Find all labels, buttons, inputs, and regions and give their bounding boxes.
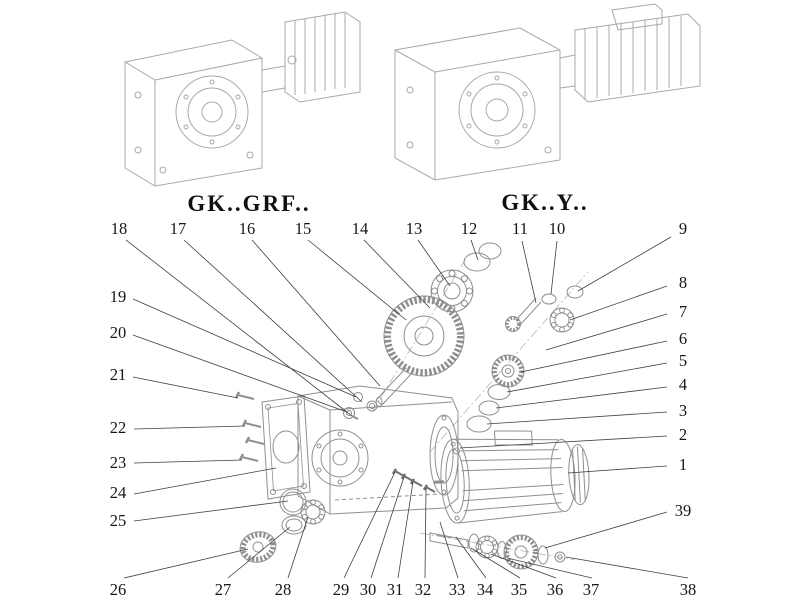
assembled-view-gky <box>394 3 701 181</box>
flange-plate-assembly <box>234 391 326 563</box>
gear-housing <box>297 385 459 515</box>
part-number-31: 31 <box>386 579 404 599</box>
assembled-view-gkgrf <box>124 11 361 187</box>
part-number-28: 28 <box>274 579 292 599</box>
part-number-21: 21 <box>109 364 127 384</box>
part-number-37: 37 <box>582 579 600 599</box>
part-number-12: 12 <box>460 218 478 238</box>
housing-screws <box>391 468 436 493</box>
part-number-13: 13 <box>405 218 423 238</box>
part-number-11: 11 <box>512 218 528 238</box>
part-number-8: 8 <box>678 272 688 292</box>
part-number-20: 20 <box>109 322 127 342</box>
part-number-36: 36 <box>546 579 564 599</box>
part-number-35: 35 <box>510 579 528 599</box>
part-number-24: 24 <box>109 482 127 502</box>
part-number-2: 2 <box>678 424 688 444</box>
part-number-29: 29 <box>332 579 350 599</box>
model-label-gkgrf: GK..GRF.. <box>187 191 311 216</box>
electric-motor <box>434 430 590 524</box>
big-gear-assembly <box>343 242 502 419</box>
part-number-16: 16 <box>238 218 256 238</box>
part-number-39: 39 <box>674 500 692 520</box>
part-number-3: 3 <box>678 400 688 420</box>
part-number-26: 26 <box>109 579 127 599</box>
part-number-15: 15 <box>294 218 312 238</box>
part-number-23: 23 <box>109 452 127 472</box>
part-number-6: 6 <box>678 328 688 348</box>
part-number-30: 30 <box>359 579 377 599</box>
part-number-33: 33 <box>448 579 466 599</box>
part-number-34: 34 <box>476 579 494 599</box>
part-number-38: 38 <box>679 579 697 599</box>
part-number-27: 27 <box>214 579 232 599</box>
input-pinion-assembly <box>466 285 584 433</box>
part-number-7: 7 <box>678 301 688 321</box>
part-number-10: 10 <box>548 218 566 238</box>
part-number-1: 1 <box>678 454 688 474</box>
part-number-22: 22 <box>109 417 127 437</box>
leader-lines <box>123 236 689 579</box>
output-shaft-assembly <box>429 532 566 570</box>
center-axes <box>371 251 589 561</box>
part-number-19: 19 <box>109 286 127 306</box>
part-number-18: 18 <box>110 218 128 238</box>
part-number-5: 5 <box>678 350 688 370</box>
part-number-14: 14 <box>351 218 369 238</box>
part-number-17: 17 <box>169 218 187 238</box>
part-number-25: 25 <box>109 510 127 530</box>
part-number-32: 32 <box>414 579 432 599</box>
part-number-9: 9 <box>678 218 688 238</box>
model-label-gky: GK..Y.. <box>501 190 589 215</box>
part-number-4: 4 <box>678 374 688 394</box>
